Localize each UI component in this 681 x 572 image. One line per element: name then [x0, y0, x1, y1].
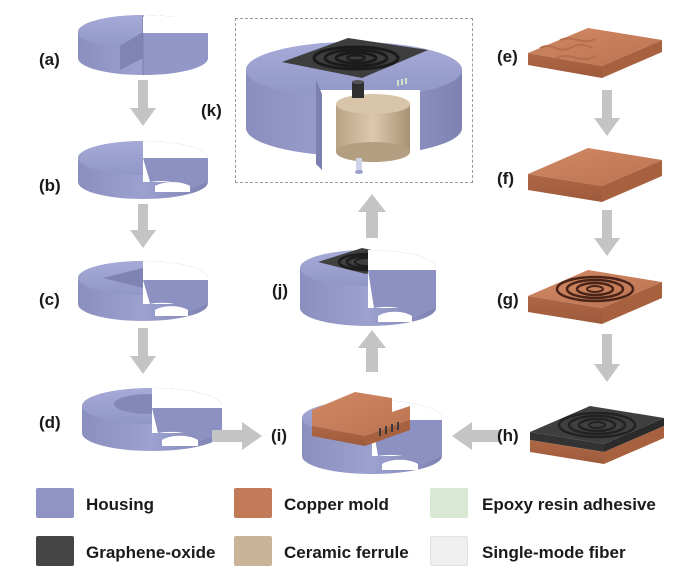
arrow-a-to-b: [130, 80, 156, 126]
arrow-f-to-g: [594, 210, 620, 256]
legend-label-copper: Copper mold: [284, 495, 389, 514]
step-label-h: (h): [497, 426, 519, 445]
step-label-k: (k): [201, 101, 222, 120]
arrow-j-to-k: [358, 194, 386, 238]
step-d-housing: [82, 388, 222, 451]
step-label-d: (d): [39, 413, 61, 432]
legend-swatch-ferrule: [234, 536, 272, 566]
step-label-f: (f): [497, 169, 514, 188]
legend-swatch-copper: [234, 488, 272, 518]
step-k-final-device: [246, 38, 462, 174]
legend-label-ferrule: Ceramic ferrule: [284, 543, 409, 562]
step-g-copper-rings: [528, 270, 662, 324]
step-label-j: (j): [272, 281, 289, 300]
final-device-frame: [235, 18, 473, 183]
legend-label-housing: Housing: [86, 495, 154, 514]
arrow-h-to-i: [452, 422, 500, 450]
step-c-housing: [78, 261, 208, 321]
step-a-housing: [78, 15, 208, 75]
step-f-copper-smooth: [528, 148, 662, 202]
step-label-c: (c): [39, 290, 60, 309]
step-label-b: (b): [39, 176, 61, 195]
step-h-graphene-copper: [530, 406, 664, 464]
arrow-g-to-h: [594, 334, 620, 382]
arrow-c-to-d: [130, 328, 156, 374]
step-b-housing: [78, 141, 208, 199]
step-label-g: (g): [497, 290, 519, 309]
legend-label-epoxy: Epoxy resin adhesive: [482, 495, 656, 514]
step-label-e: (e): [497, 47, 518, 66]
step-e-copper-rough: [528, 28, 662, 78]
arrow-i-to-j: [358, 330, 386, 372]
legend-swatch-housing: [36, 488, 74, 518]
legend-swatch-fiber: [430, 536, 468, 566]
arrow-b-to-c: [130, 204, 156, 248]
legend-swatch-graphene: [36, 536, 74, 566]
flow-arrows: [130, 80, 620, 450]
legend-label-graphene: Graphene-oxide: [86, 543, 216, 562]
arrow-e-to-f: [594, 90, 620, 136]
step-j-assembly: [300, 248, 436, 326]
legend-swatch-epoxy: [430, 488, 468, 518]
arrow-d-to-i: [212, 422, 262, 450]
step-label-i: (i): [271, 426, 288, 445]
legend-label-fiber: Single-mode fiber: [482, 543, 626, 562]
step-label-a: (a): [39, 50, 60, 69]
step-i-assembly: [302, 392, 442, 474]
